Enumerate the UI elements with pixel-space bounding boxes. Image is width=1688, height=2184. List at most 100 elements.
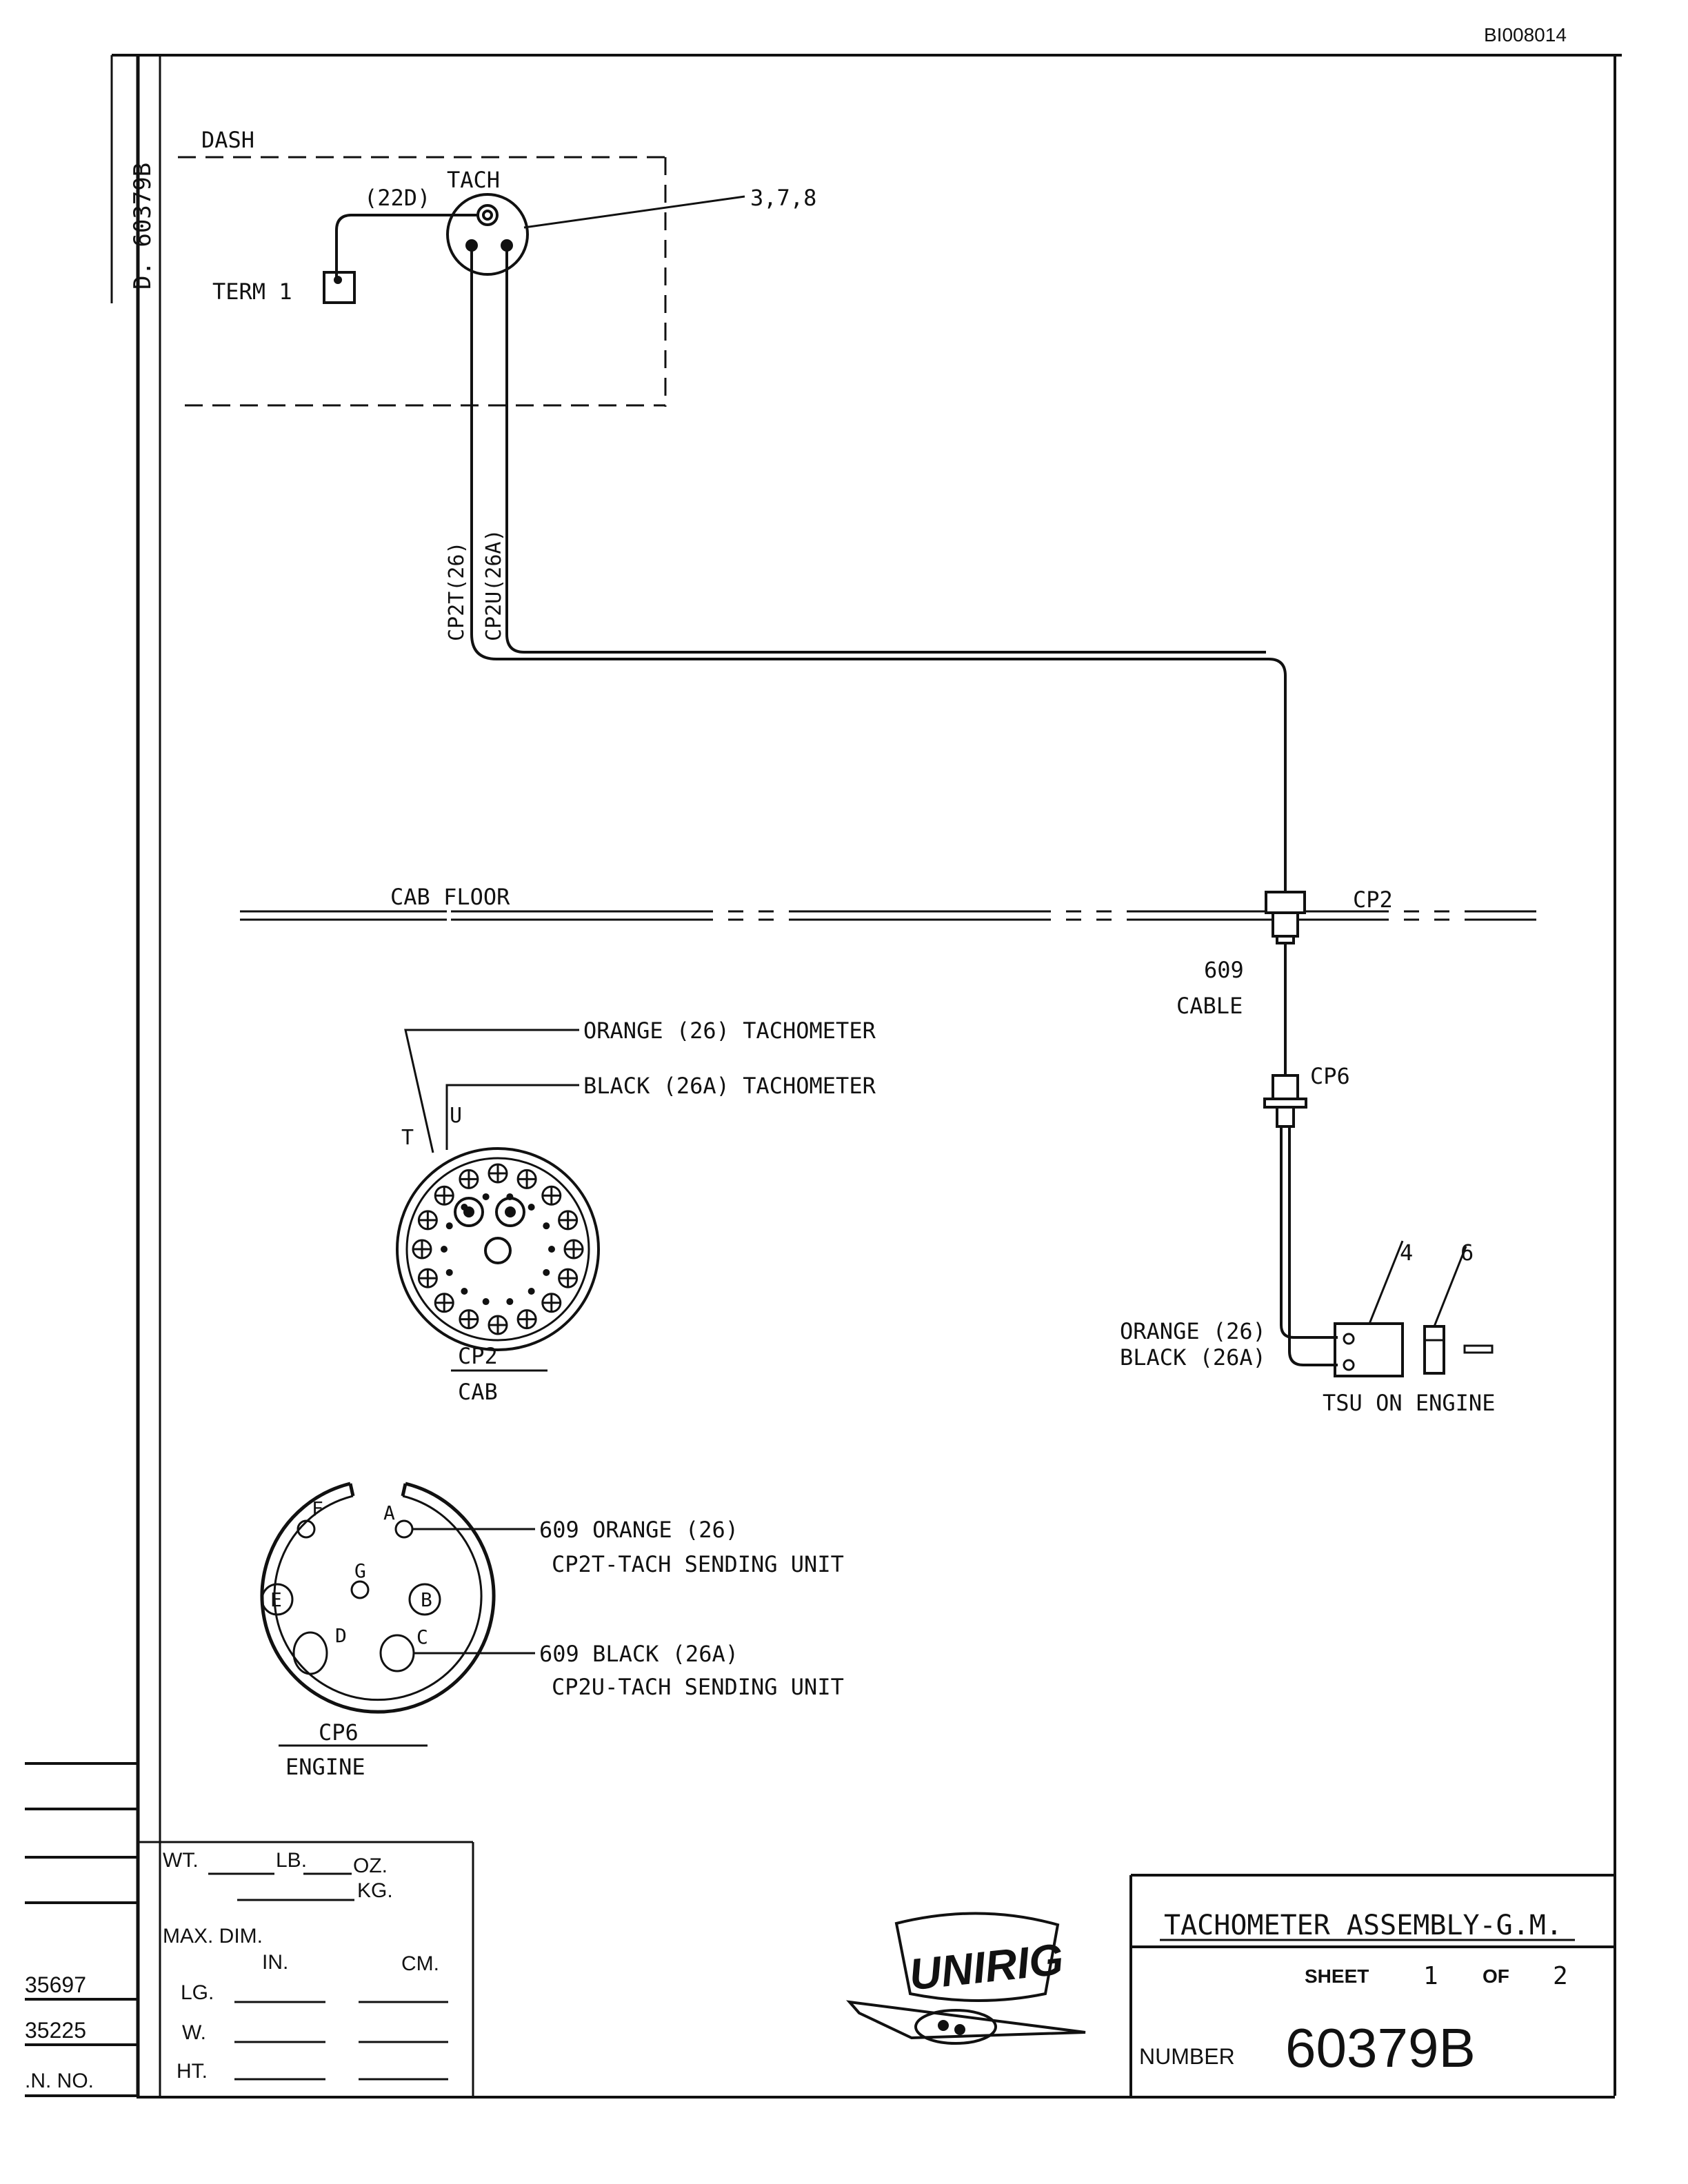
cp2-dot (445, 1222, 453, 1230)
kg-label: KG. (357, 1879, 393, 1902)
term1-label: TERM 1 (212, 279, 292, 305)
unirig-logo (846, 1912, 1086, 2045)
cp2-pin (412, 1239, 432, 1260)
cp2-label-top: CP2 (458, 1343, 498, 1369)
cp2-dot (461, 1204, 468, 1211)
cp2-callout-leaders (404, 1029, 579, 1153)
left-ref-3: .N. NO. (25, 2070, 94, 2092)
of-word: OF (1483, 1965, 1509, 1987)
cp2-pin (417, 1268, 438, 1288)
cp2-bulkhead-label: CP2 (1353, 887, 1393, 913)
tsu-wires (1280, 1126, 1338, 1366)
leader-4 (1368, 1240, 1404, 1324)
tsu-num-4: 4 (1400, 1240, 1413, 1266)
cp2-bulkhead (1265, 891, 1306, 944)
wt-label: WT. (163, 1849, 199, 1872)
sheet-total: 2 (1553, 1962, 1568, 1990)
sheet-word: SHEET (1305, 1965, 1369, 1987)
cp6-pin-a: A (383, 1502, 395, 1524)
margin-drawing-number: D. 60379B (129, 163, 157, 290)
term1-dot (334, 276, 342, 284)
pins-leader (523, 195, 745, 229)
cp6-label-top: CP6 (319, 1719, 359, 1746)
cp2-dot (528, 1204, 535, 1211)
pins-378-label: 3,7,8 (750, 185, 816, 211)
cp6-pin-f: F (312, 1497, 323, 1520)
cp2-pin (459, 1309, 479, 1330)
cp6-pin-e: E (270, 1588, 282, 1611)
cp2-pin (558, 1268, 579, 1288)
title-text: TACHOMETER ASSEMBLY-G.M. (1164, 1910, 1563, 1941)
cp2-pin (541, 1293, 562, 1313)
left-ref-2: 35225 (25, 2018, 86, 2043)
cp6-callout-leaders (412, 1528, 535, 1655)
cp2-pin (459, 1169, 479, 1189)
cp2-pin (417, 1210, 438, 1231)
tsu-dash-mark (1463, 1344, 1494, 1354)
cp6-callout-c-line1: 609 BLACK (26A) (539, 1641, 738, 1667)
cp2-dot (441, 1246, 448, 1253)
cp2-orange-callout: ORANGE (26) TACHOMETER (583, 1018, 876, 1044)
number-word: NUMBER (1139, 2044, 1235, 2069)
cable-609-word: CABLE (1176, 993, 1243, 1019)
cab-floor-line (240, 910, 1536, 921)
tsu-orange-label: ORANGE (26) (1120, 1318, 1266, 1344)
cp2-round-connector (396, 1147, 600, 1351)
cp2-pin (558, 1210, 579, 1231)
w-label: W. (182, 2021, 206, 2044)
wire-cp2u-label: CP2U(26A) (482, 529, 506, 641)
cp6-label-bottom: ENGINE (285, 1754, 365, 1780)
cp2-pin (434, 1293, 454, 1313)
drawing-number: 60379B (1285, 2017, 1476, 2079)
dash-area (178, 156, 667, 407)
cab-floor-label: CAB FLOOR (390, 884, 510, 910)
leader-6 (1433, 1246, 1467, 1327)
weight-box (138, 1841, 474, 2096)
cp2-dot (543, 1222, 550, 1230)
cp2-dot (543, 1268, 550, 1276)
cp2-dot (548, 1246, 555, 1253)
max-dim-label: MAX. DIM. (163, 1925, 263, 1948)
cp2-pin (563, 1239, 584, 1260)
tach-wires (470, 245, 1287, 893)
tsu-black-label: BLACK (26A) (1120, 1344, 1266, 1371)
tsu-terminal-1 (1343, 1333, 1355, 1345)
doc-code: BI008014 (1484, 24, 1567, 46)
cp2-pin (516, 1169, 537, 1189)
cp2-pin (541, 1185, 562, 1206)
cp2-dot (506, 1298, 514, 1306)
logo-text: UNIRIG (907, 1934, 1065, 1999)
cp2-pin (488, 1315, 508, 1335)
cp2-pin-t-label: T (401, 1126, 414, 1150)
cp2-pin-array (412, 1163, 584, 1335)
cp2-pin (434, 1185, 454, 1206)
wire-cp2t-label: CP2T(26) (445, 542, 469, 642)
tsu-terminal-2 (1343, 1359, 1355, 1371)
cp2-dot (506, 1193, 514, 1200)
wire-22d-label: (22D) (364, 185, 430, 211)
cp6-pin-d: D (335, 1624, 347, 1647)
cp2-dot (482, 1298, 490, 1306)
cp6-callout-a-line1: 609 ORANGE (26) (539, 1517, 738, 1543)
cp2-label-bottom: CAB (458, 1379, 498, 1405)
in-label: IN. (262, 1951, 288, 1974)
cp2-dot (445, 1268, 453, 1276)
wire-22d (335, 214, 477, 277)
sheet-number: 1 (1423, 1962, 1438, 1990)
ht-label: HT. (177, 2060, 208, 2083)
tsu-num-6: 6 (1460, 1240, 1474, 1266)
tsu-on-engine-label: TSU ON ENGINE (1323, 1390, 1495, 1416)
cable-609-number: 609 (1204, 957, 1244, 983)
left-ref-rows (25, 1762, 138, 2097)
cp6-callout-a-line2: CP2T-TACH SENDING UNIT (552, 1551, 844, 1577)
cp6-pin-b: B (421, 1588, 432, 1611)
left-ref-1: 35697 (25, 1972, 86, 1997)
cp2-dot (528, 1287, 535, 1295)
cp6-round-connector (260, 1482, 496, 1714)
term1-terminal (323, 271, 356, 304)
sheet-border (110, 54, 1622, 2099)
cp6-callout-c-line2: CP2U-TACH SENDING UNIT (552, 1674, 844, 1700)
tach-label: TACH (447, 167, 500, 193)
tsu-part-6 (1423, 1325, 1445, 1375)
